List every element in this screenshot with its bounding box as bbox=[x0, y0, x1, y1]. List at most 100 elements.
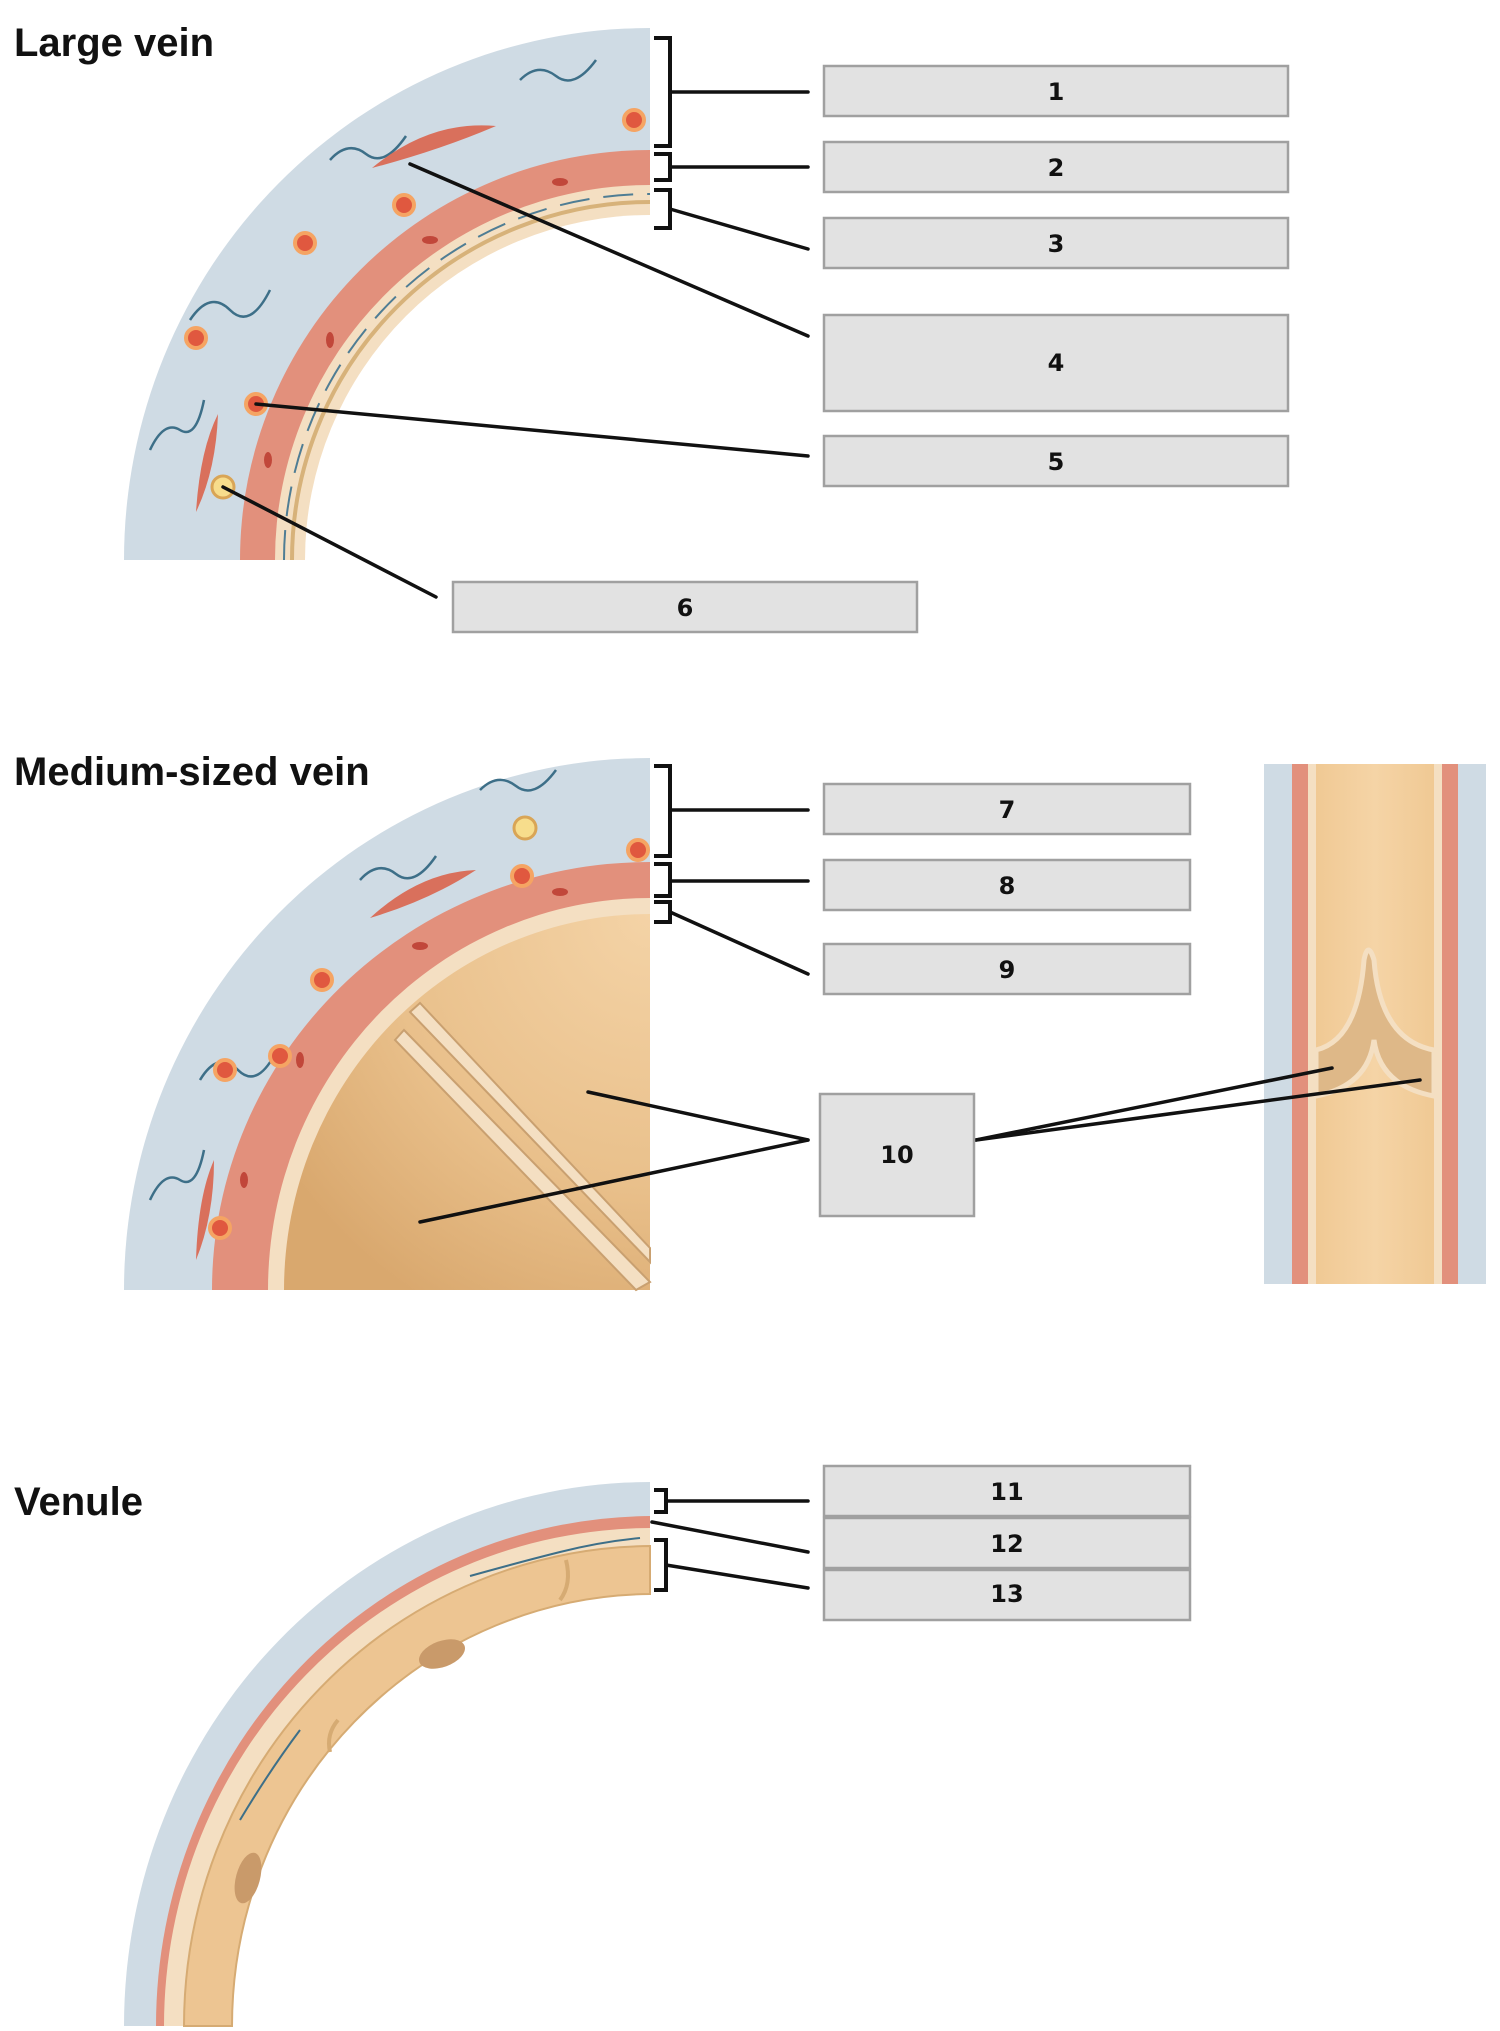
leader-line-6 bbox=[221, 485, 438, 599]
fiber bbox=[198, 1047, 280, 1081]
fiber bbox=[469, 1537, 641, 1577]
large-vein-elastic-fiber bbox=[283, 193, 651, 561]
leader-line-12 bbox=[650, 1520, 810, 1554]
label-box-6[interactable]: 6 bbox=[451, 580, 919, 634]
label-box-1[interactable]: 1 bbox=[822, 64, 1290, 118]
venule-endothelium bbox=[182, 1544, 651, 2027]
bracket-11 bbox=[654, 1488, 668, 1514]
large-vein-layer-brackets bbox=[654, 36, 672, 230]
venule-externa-layer bbox=[124, 1482, 650, 2026]
muscle-nucleus bbox=[412, 942, 428, 950]
cell bbox=[310, 968, 334, 992]
endothelial-cell-junction bbox=[327, 1718, 340, 1753]
large-vein-elastic-membrane bbox=[290, 200, 651, 561]
fiber bbox=[148, 399, 206, 451]
venous-valve-cusps bbox=[1313, 947, 1437, 1100]
label-text: 10 bbox=[880, 1141, 913, 1169]
bracket-9 bbox=[654, 900, 672, 924]
fat-cell bbox=[512, 815, 538, 841]
smooth-muscle-cell bbox=[196, 1160, 214, 1260]
bracket-13 bbox=[654, 1538, 668, 1592]
muscle-nucleus bbox=[552, 888, 568, 896]
label-text: 3 bbox=[1048, 230, 1065, 258]
leader-line-13 bbox=[664, 1563, 810, 1590]
label-text: 13 bbox=[990, 1580, 1023, 1608]
cell bbox=[213, 1058, 237, 1082]
cell bbox=[510, 864, 534, 888]
medium-vein-leader-lines bbox=[418, 808, 1422, 1224]
large-vein-section: Large vein bbox=[14, 21, 1290, 634]
cell bbox=[268, 1044, 292, 1068]
bracket-2 bbox=[654, 152, 672, 182]
leader-line-10a bbox=[586, 1090, 810, 1142]
large-vein-title: Large vein bbox=[14, 21, 214, 65]
fiber bbox=[188, 289, 272, 321]
leader-line-10b bbox=[418, 1138, 810, 1224]
endothelial-nucleus bbox=[234, 1852, 262, 1904]
large-vein-lumen bbox=[305, 215, 650, 560]
venule-layer-brackets bbox=[654, 1488, 668, 1592]
cell bbox=[293, 231, 317, 255]
medium-vein-longitudinal-view bbox=[1264, 764, 1486, 1284]
fiber bbox=[329, 135, 408, 161]
label-box-2[interactable]: 2 bbox=[822, 140, 1290, 194]
label-box-7[interactable]: 7 bbox=[822, 782, 1192, 836]
medium-vein-wall bbox=[124, 758, 652, 1292]
label-text: 11 bbox=[990, 1478, 1023, 1506]
muscle-nucleus bbox=[296, 1052, 304, 1068]
muscle-nucleus bbox=[240, 1172, 248, 1188]
label-text: 6 bbox=[677, 594, 694, 622]
label-box-8[interactable]: 8 bbox=[822, 858, 1192, 912]
muscle-nucleus bbox=[552, 178, 568, 186]
label-box-3[interactable]: 3 bbox=[822, 216, 1290, 270]
label-box-5[interactable]: 5 bbox=[822, 434, 1290, 488]
label-text: 8 bbox=[999, 872, 1016, 900]
bracket-8 bbox=[654, 862, 672, 898]
valve-cusp-edge bbox=[408, 1001, 651, 1265]
muscle-nucleus bbox=[422, 236, 438, 244]
leader-line-10d bbox=[974, 1078, 1422, 1142]
leader-line-9 bbox=[668, 910, 810, 976]
fiber bbox=[359, 855, 438, 881]
fiber bbox=[519, 59, 598, 82]
label-box-11[interactable]: 11 bbox=[822, 1464, 1192, 1518]
label-text: 7 bbox=[999, 796, 1016, 824]
bracket-3 bbox=[654, 188, 672, 230]
muscle-nucleus bbox=[264, 452, 272, 468]
smooth-muscle-cell bbox=[372, 125, 496, 168]
cell bbox=[622, 108, 646, 132]
leader-line-5 bbox=[254, 402, 810, 458]
large-vein-leader-lines bbox=[221, 90, 810, 599]
label-box-10[interactable]: 10 bbox=[818, 1092, 976, 1218]
smooth-muscle-cell bbox=[370, 870, 476, 918]
endothelial-cell-junction bbox=[558, 1559, 570, 1602]
bracket-1 bbox=[654, 36, 672, 148]
label-box-9[interactable]: 9 bbox=[822, 942, 1192, 996]
label-text: 1 bbox=[1048, 78, 1065, 106]
medium-vein-section: Medium-sized vein bbox=[14, 750, 1486, 1292]
fiber bbox=[239, 1729, 301, 1821]
venule-title: Venule bbox=[14, 1480, 143, 1524]
venule-leader-lines bbox=[650, 1499, 810, 1590]
medium-vein-layer-brackets bbox=[654, 764, 672, 924]
muscle-nucleus bbox=[326, 332, 334, 348]
leader-line-4 bbox=[408, 162, 810, 338]
label-box-12[interactable]: 12 bbox=[822, 1516, 1192, 1570]
cell bbox=[626, 838, 650, 862]
label-text: 9 bbox=[999, 956, 1016, 984]
venule-wall bbox=[124, 1482, 651, 2027]
smooth-muscle-cell bbox=[196, 414, 218, 512]
label-text: 12 bbox=[990, 1530, 1023, 1558]
label-text: 4 bbox=[1048, 349, 1065, 377]
label-box-13[interactable]: 13 bbox=[822, 1568, 1192, 1622]
fiber bbox=[148, 1149, 206, 1201]
cell bbox=[392, 193, 416, 217]
venule-section: Venule 11 12 bbox=[14, 1464, 1192, 2027]
leader-line-3 bbox=[668, 207, 810, 251]
cell bbox=[208, 1216, 232, 1240]
bracket-7 bbox=[654, 764, 672, 858]
label-text: 2 bbox=[1048, 154, 1065, 182]
label-text: 5 bbox=[1048, 448, 1065, 476]
label-box-4[interactable]: 4 bbox=[822, 313, 1290, 413]
